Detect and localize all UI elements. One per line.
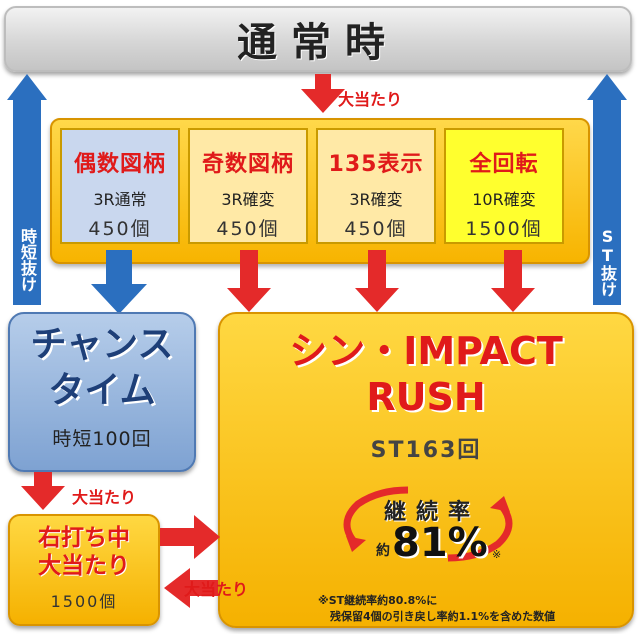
pattern-desc: 3R確変: [349, 190, 403, 209]
odd-to-rush-arrow-head: [227, 288, 271, 312]
rate-prefix: 約: [376, 543, 390, 559]
rate-note-1: ※ST継続率約80.8%に: [318, 594, 438, 607]
pattern-count: 450個: [88, 218, 152, 240]
pattern-odd: 奇数図柄 3R確変 450個: [188, 128, 308, 244]
chance-hit-arrow-head: [21, 486, 65, 510]
top-hit-arrow-shaft: [315, 74, 331, 90]
rate-cycle-arrows: [343, 486, 513, 562]
full-to-rush-arrow-head: [491, 288, 535, 312]
chance-time-sub: 時短100回: [52, 428, 152, 450]
rush-title-1: シン・IMPACT: [289, 329, 563, 373]
pattern-desc: 3R確変: [221, 190, 275, 209]
rate-arrow-left: [343, 486, 409, 549]
right-return-arrow-head: [587, 74, 627, 100]
chance-time-title-1: チャンス: [30, 324, 174, 365]
pattern-count: 450個: [216, 218, 280, 240]
pattern-135: 135表示 3R確変 450個: [316, 128, 436, 244]
pattern-name: 135表示: [328, 152, 424, 177]
top-hit-arrow-head: [301, 89, 345, 113]
135-to-rush-arrow-head: [355, 288, 399, 312]
chance-hit-label: 大当たり: [72, 488, 137, 507]
pattern-even: 偶数図柄 3R通常 450個: [60, 128, 180, 244]
rush-to-righthit-arrow-shaft: [188, 580, 218, 596]
right-hit-count: 1500個: [50, 592, 118, 611]
135-to-rush-arrow-shaft: [368, 250, 386, 290]
rush-title-2: RUSH: [366, 375, 486, 419]
righthit-to-rush-arrow-head: [194, 515, 220, 559]
chance-time-box: チャンス タイム 時短100回: [8, 312, 196, 472]
pattern-name: 偶数図柄: [73, 152, 166, 177]
full-to-rush-arrow-shaft: [504, 250, 522, 290]
pattern-desc: 3R通常: [93, 190, 147, 209]
normal-state-bar: 通常時: [4, 6, 632, 72]
right-hit-title-1: 右打ち中: [38, 525, 130, 551]
normal-state-label: 通常時: [237, 20, 399, 66]
odd-to-rush-arrow-shaft: [240, 250, 258, 290]
chance-hit-arrow-shaft: [34, 472, 52, 488]
righthit-to-rush-arrow-shaft: [160, 528, 196, 546]
right-hit-box: 右打ち中 大当たり 1500個: [8, 514, 160, 626]
pattern-name: 全回転: [469, 152, 539, 177]
right-hit-title-2: 大当たり: [38, 553, 130, 579]
rush-box: シン・IMPACT RUSH ST163回: [218, 312, 634, 628]
rate-arrow-right-head: [490, 496, 510, 512]
top-hit-label: 大当たり: [338, 90, 403, 109]
rate-mark: ※: [492, 548, 502, 561]
pattern-name: 奇数図柄: [201, 152, 294, 177]
even-to-chance-arrow-shaft: [106, 250, 132, 286]
left-return-label: 時短抜け: [13, 220, 41, 300]
rate-value: 81%: [392, 520, 488, 566]
chance-time-title-2: タイム: [48, 370, 156, 411]
pattern-count: 450個: [344, 218, 408, 240]
rate-label: 継続率: [383, 500, 480, 525]
rate-arrow-right: [447, 499, 513, 562]
left-return-arrow-head: [7, 74, 47, 100]
rush-to-righthit-arrow-head: [164, 568, 190, 608]
rate-note-2: 残保留4個の引き戻し率約1.1%を含めた数値: [330, 610, 556, 623]
right-return-label: ST抜け: [593, 222, 621, 302]
pattern-desc: 10R確変: [472, 190, 536, 209]
rush-st: ST163回: [370, 438, 482, 463]
rate-arrow-left-head: [346, 536, 366, 552]
pattern-full-rotation: 全回転 10R確変 1500個: [444, 128, 564, 244]
rush-return-hit-label: 大当たり: [184, 580, 249, 599]
pattern-count: 1500個: [465, 218, 543, 240]
even-to-chance-arrow-head: [91, 284, 147, 314]
